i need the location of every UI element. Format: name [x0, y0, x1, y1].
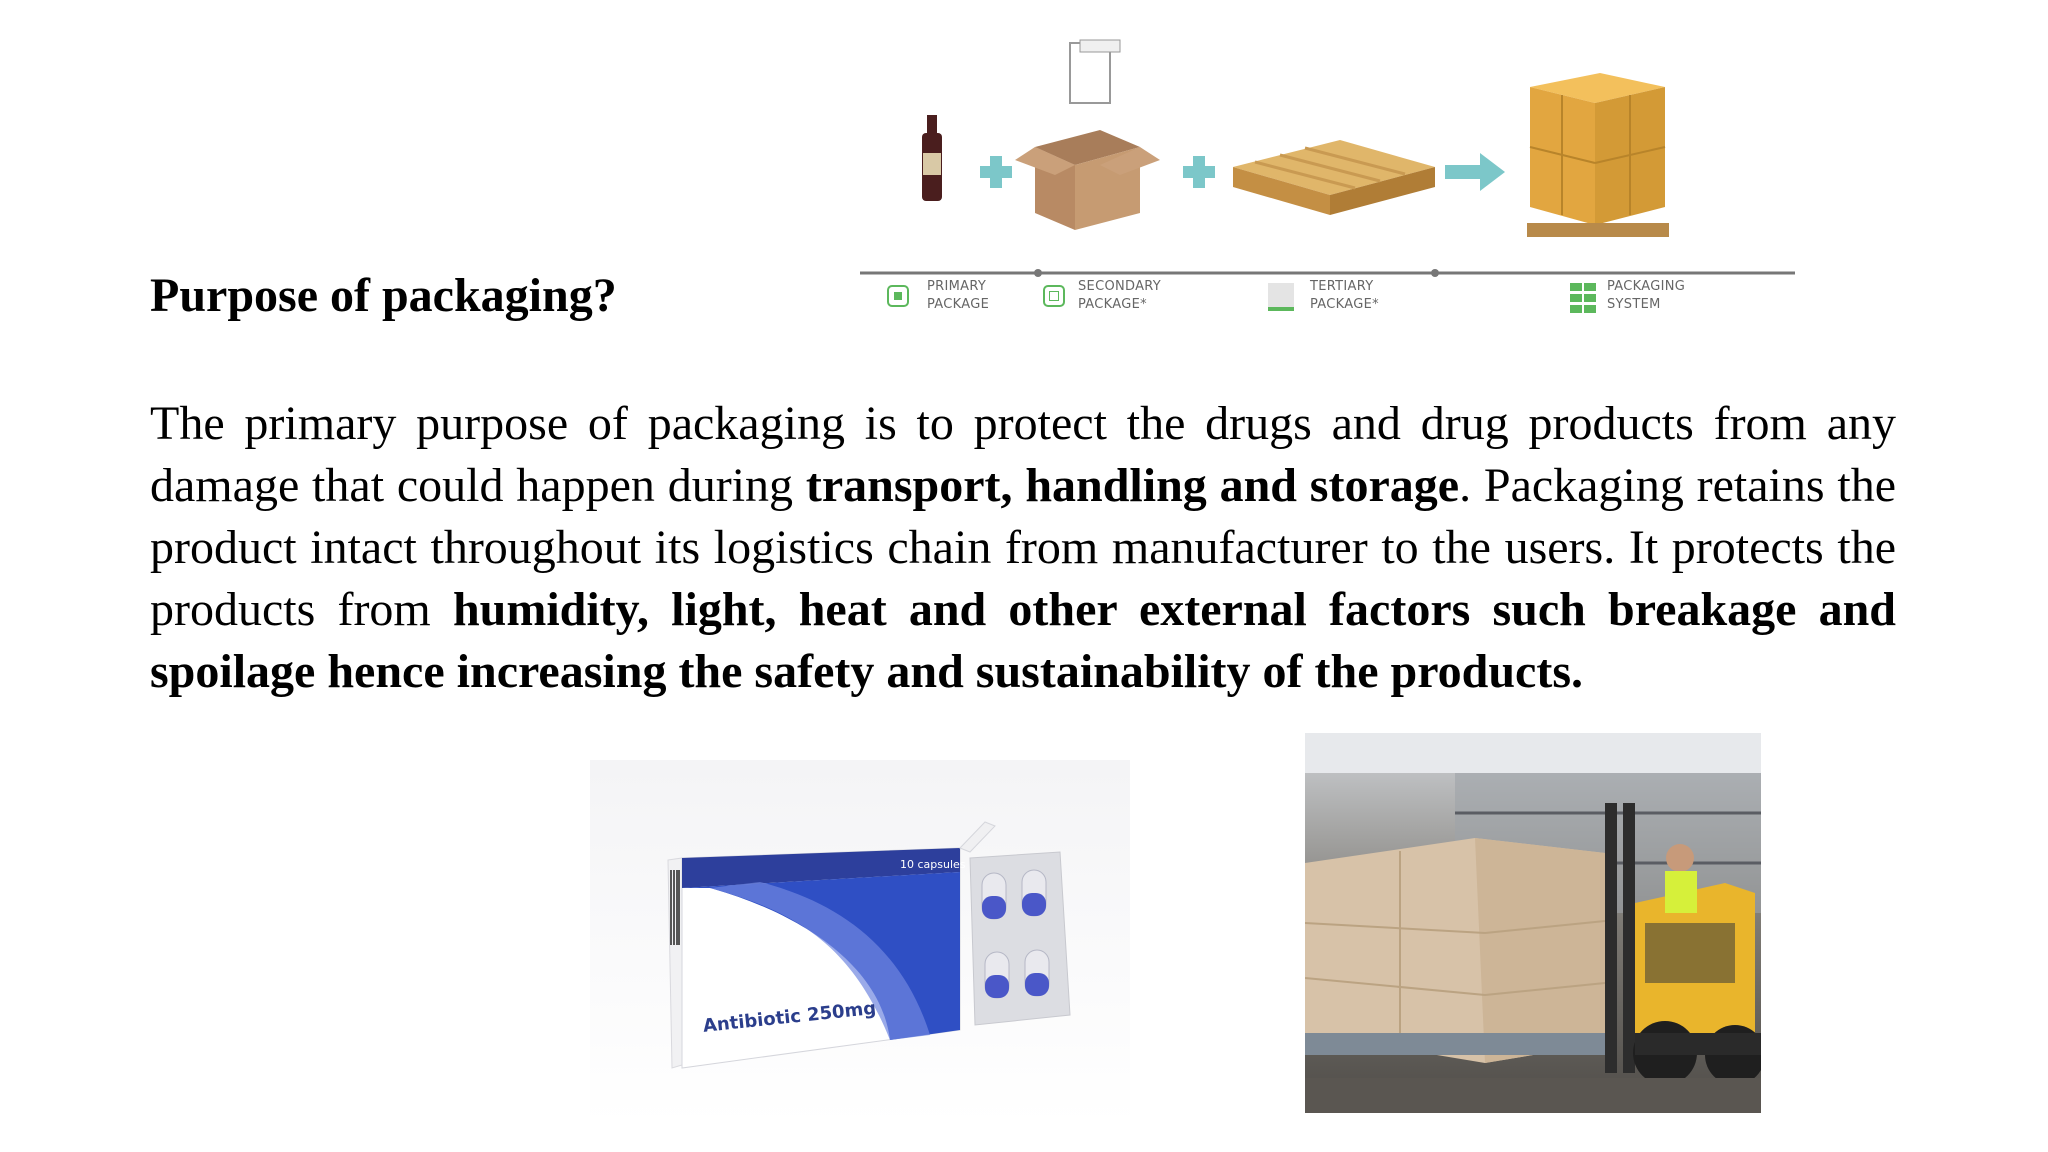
antibiotic-box-image: [590, 760, 1130, 1125]
para-bold-2: humidity, light, heat and other external…: [150, 583, 1896, 698]
capsules-count-label: 10 capsules: [900, 858, 966, 871]
tertiary-legend-icon: [1268, 283, 1294, 311]
stage-label-line1: PACKAGING: [1607, 279, 1686, 294]
para-bold-1: transport, handling and storage: [805, 459, 1460, 512]
system-legend-icon: [1570, 283, 1596, 313]
system-stage-label: PACKAGING SYSTEM: [1607, 278, 1685, 314]
stage-label-line2: PACKAGE*: [1078, 297, 1147, 312]
secondary-legend-icon: [1043, 285, 1065, 307]
para-text-2: . Packaging retains the product intact t…: [150, 459, 1897, 636]
secondary-stage-label: SECONDARY PACKAGE*: [1078, 278, 1161, 314]
tertiary-stage-label: TERTIARY PACKAGE*: [1310, 278, 1379, 314]
plus-icon: [1183, 156, 1215, 188]
primary-legend-icon: [887, 285, 909, 307]
stage-label-line2: SYSTEM: [1607, 297, 1661, 312]
plus-icon: [980, 156, 1012, 188]
stage-label-line1: PRIMARY: [927, 279, 987, 294]
stage-label-line1: TERTIARY: [1310, 279, 1374, 294]
pallet-icon: [1233, 140, 1435, 215]
diagram-illustration: [860, 39, 1795, 277]
stage-label-line1: SECONDARY: [1078, 279, 1162, 294]
forklift-pallet-image: [1305, 733, 1761, 1113]
primary-stage-label: PRIMARY PACKAGE: [927, 278, 989, 314]
para-text-1: The primary purpose of packaging is to p…: [150, 397, 1896, 512]
stage-label-line2: PACKAGE: [927, 297, 990, 312]
bottle-icon: [922, 115, 942, 201]
slide-heading: Purpose of packaging?: [150, 269, 617, 322]
body-paragraph: The primary purpose of packaging is to p…: [150, 393, 1896, 703]
open-box-icon: [1015, 39, 1160, 230]
stage-label-line2: PACKAGE*: [1310, 297, 1379, 312]
packaging-levels-diagram: PRIMARY PACKAGE SECONDARY PACKAGE* TERTI…: [855, 35, 1795, 325]
arrow-right-icon: [1445, 153, 1505, 191]
stacked-boxes-icon: [1527, 73, 1669, 237]
